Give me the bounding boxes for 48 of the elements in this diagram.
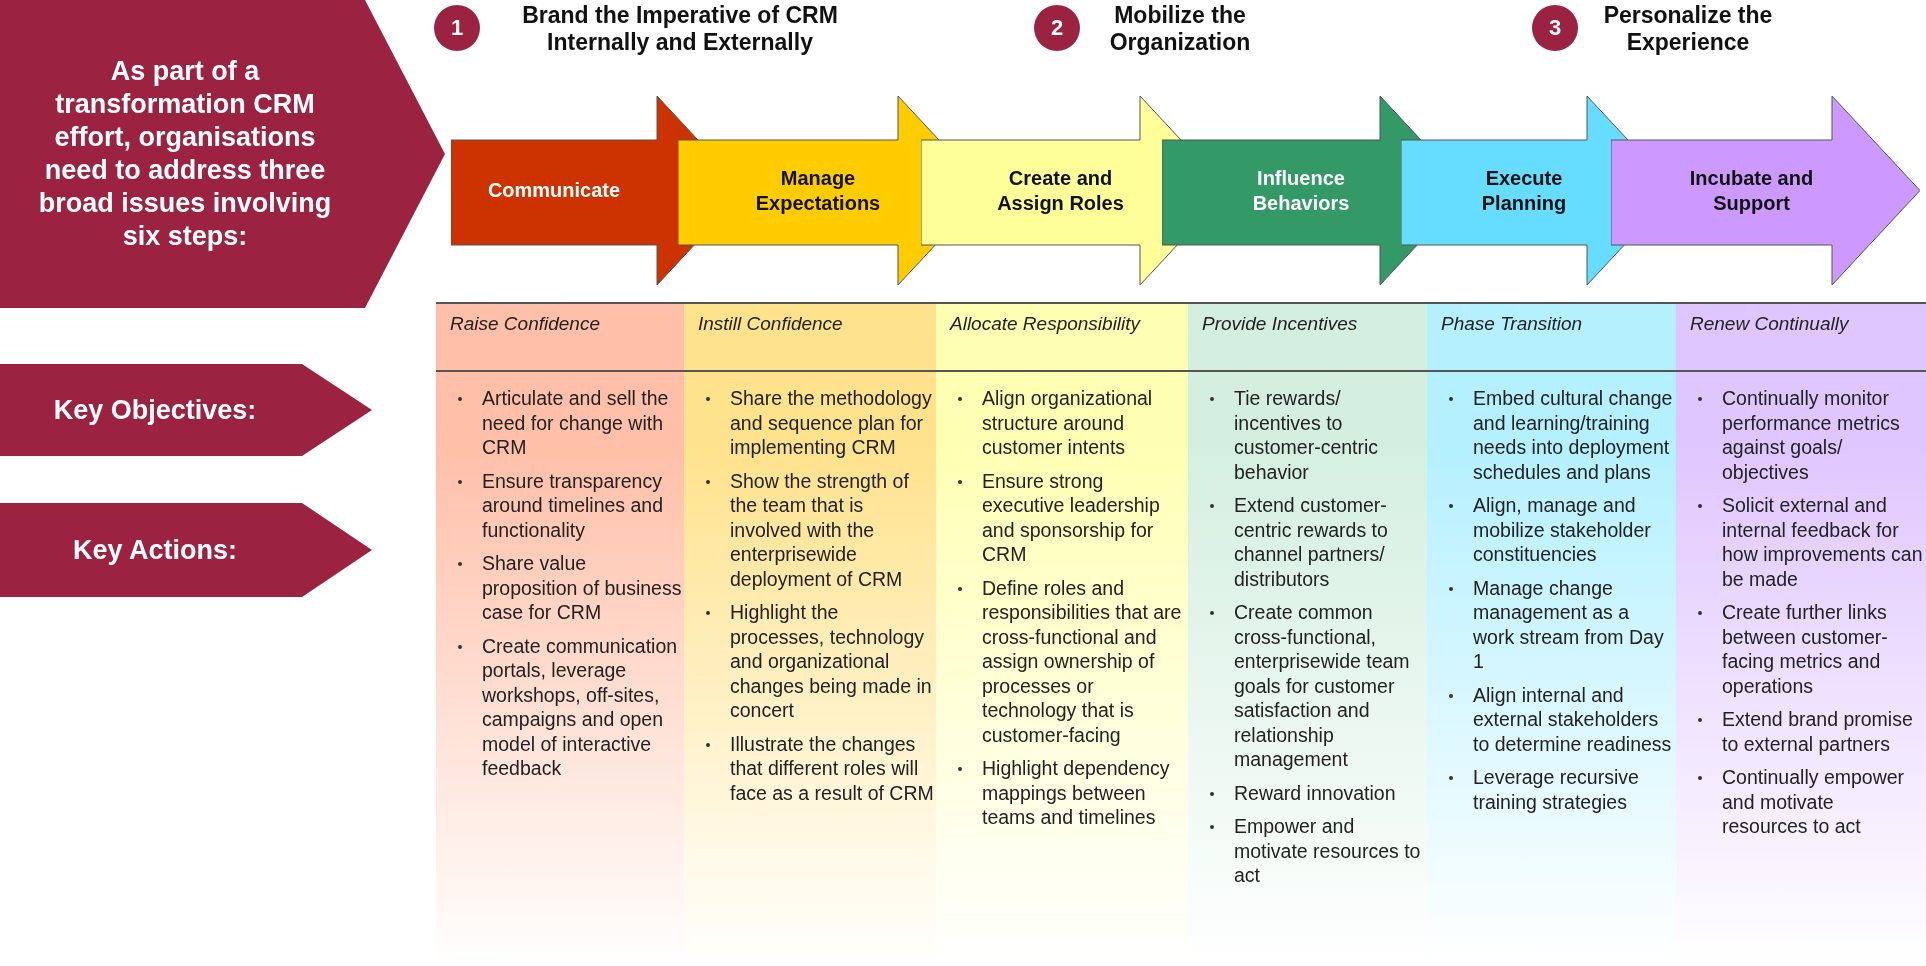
bullet-item: Highlight the processes, technology and organizational changes being made in concert [696, 600, 934, 723]
step-label: Manage Expectations [754, 166, 882, 216]
bullet-item: Ensure strong executive leadership and sponsorship for CRM [948, 468, 1186, 567]
bullet-item: Illustrate the changes that different roles will face as a result of CRM [696, 731, 934, 805]
bullet-item: Extend brand promise to external partners [1688, 707, 1924, 756]
column-heading: Renew Continually [1690, 312, 1851, 335]
bullet-item: Continually empower and motivate resources to act [1688, 765, 1924, 839]
bullet-item: Create further links between customer-facing metrics and operations [1688, 600, 1924, 698]
phase-title: Mobilize the Organization [1108, 2, 1252, 56]
bullet-item: Continually monitor performance metrics against goals/ objectives [1688, 386, 1924, 484]
phase-title: Brand the Imperative of CRM Internally and Externally [521, 2, 839, 56]
bullet-item: Highlight dependency mappings between teams and timelines [948, 756, 1186, 830]
bullet-item: Create common cross-functional, enterprisewide team goals for customer satisfaction and relationship management [1200, 600, 1425, 772]
column-heading: Phase Transition [1441, 312, 1584, 335]
step-label: Incubate and Support [1688, 166, 1815, 216]
column-heading: Allocate Responsibility [950, 312, 1142, 335]
bullet-item: Leverage recursive training strategies [1439, 765, 1674, 814]
step-label: Create and Assign Roles [996, 166, 1125, 216]
banner-text: Key Actions: [72, 534, 238, 567]
phase-title: Personalize the Experience [1602, 2, 1774, 56]
step-number: 1 [434, 5, 480, 51]
step-number: 3 [1532, 5, 1578, 51]
step-label: Influence Behaviors [1251, 166, 1351, 216]
bullet-item: Empower and motivate resources to act [1200, 814, 1425, 888]
column-heading: Instill Confidence [698, 312, 844, 335]
bullet-item: Reward innovation [1200, 780, 1425, 805]
bullet-item: Align, manage and mobilize stakeholder constituencies [1439, 493, 1674, 567]
bullet-item: Align internal and external stakeholders to determine readiness [1439, 682, 1674, 756]
column-heading: Raise Confidence [450, 312, 601, 335]
banner-text: As part of a transformation CRM effort, organisations need to address three broad issues involving six steps: [37, 55, 333, 253]
bullet-item: Align organizational structure around customer intents [948, 386, 1186, 460]
bullet-item: Define roles and responsibilities that are cross-functional and assign ownership of processes or technology that is customer-facing [948, 575, 1186, 747]
bullet-item: Articulate and sell the need for change with CRM [448, 386, 682, 460]
bullet-item: Create communication portals, leverage workshops, off-sites, campaigns and open model of interactive feedback [448, 633, 682, 781]
bullet-item: Solicit external and internal feedback for how improvements can be made [1688, 493, 1924, 591]
bullet-item: Share the methodology and sequence plan for implementing CRM [696, 386, 934, 460]
bullet-item: Manage change management as a work stream from Day 1 [1439, 575, 1674, 674]
bullet-item: Share value proposition of business case for CRM [448, 551, 682, 625]
bullet-item: Tie rewards/ incentives to customer-centric behavior [1200, 386, 1425, 484]
banner-text: Key Objectives: [52, 394, 258, 427]
bullet-item: Extend customer-centric rewards to channel partners/ distributors [1200, 493, 1425, 591]
column-heading: Provide Incentives [1202, 312, 1359, 335]
bullet-item: Embed cultural change and learning/training needs into deployment schedules and plans [1439, 386, 1674, 484]
step-label: Communicate [486, 178, 622, 203]
step-label: Execute Planning [1480, 166, 1568, 216]
bullet-item: Ensure transparency around timelines and functionality [448, 468, 682, 542]
bullet-item: Show the strength of the team that is involved with the enterprisewide deployment of CRM [696, 468, 934, 591]
step-number: 2 [1034, 5, 1080, 51]
